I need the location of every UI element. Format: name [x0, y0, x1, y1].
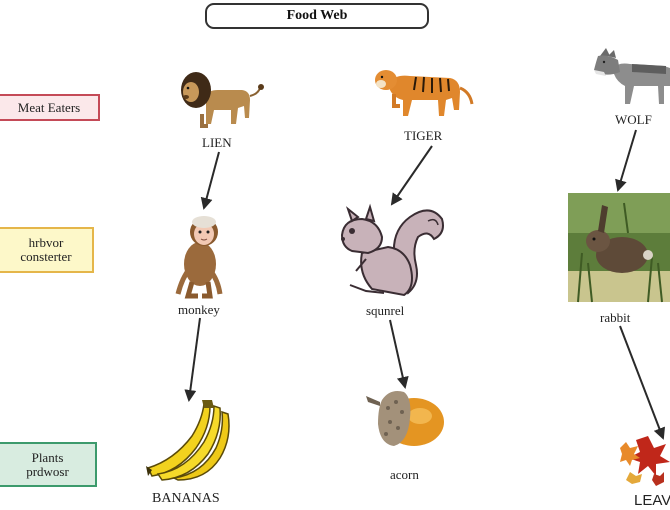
wolf-image — [594, 48, 670, 104]
category-plants-label-1: Plants — [31, 449, 64, 465]
arrow-lion-to-monkey — [200, 151, 220, 210]
squirrel-image — [340, 203, 444, 297]
category-plants: Plants prdwosr — [0, 442, 97, 487]
leaves-image — [620, 436, 670, 486]
acorn-image — [366, 391, 444, 446]
label-rabbit: rabbit — [600, 310, 631, 325]
label-leaves: LEAV — [634, 492, 670, 509]
title-box: Food Web — [205, 3, 429, 29]
label-wolf: WOLF — [615, 112, 652, 127]
tiger-image — [375, 70, 474, 116]
category-meat-eaters: Meat Eaters — [0, 94, 100, 121]
arrow-rabbit-to-leaves — [619, 325, 666, 440]
rabbit-image — [568, 193, 670, 303]
category-herbivore-label-1: hrbvor — [28, 235, 64, 250]
category-plants-label-2: prdwosr — [26, 463, 69, 479]
arrow-tiger-to-squirrel — [390, 145, 433, 206]
arrow-monkey-to-bananas — [184, 317, 201, 402]
arrow-squirrel-to-acorn — [389, 319, 409, 389]
label-acorn: acorn — [390, 467, 419, 482]
category-meat-eaters-label: Meat Eaters — [17, 99, 81, 115]
monkey-image — [175, 216, 223, 299]
label-lion: LIEN — [202, 135, 232, 150]
label-squirrel: squnrel — [366, 303, 405, 318]
arrow-wolf-to-rabbit — [615, 129, 637, 192]
bananas-image — [146, 400, 230, 481]
lion-image — [181, 72, 264, 128]
label-tiger: TIGER — [404, 128, 443, 143]
diagram-title: Food Web — [286, 8, 348, 23]
label-monkey: monkey — [178, 302, 220, 317]
category-herbivore-label-2: consterter — [20, 249, 72, 264]
category-herbivore: hrbvor consterter — [0, 227, 94, 273]
label-bananas: BANANAS — [152, 491, 220, 506]
